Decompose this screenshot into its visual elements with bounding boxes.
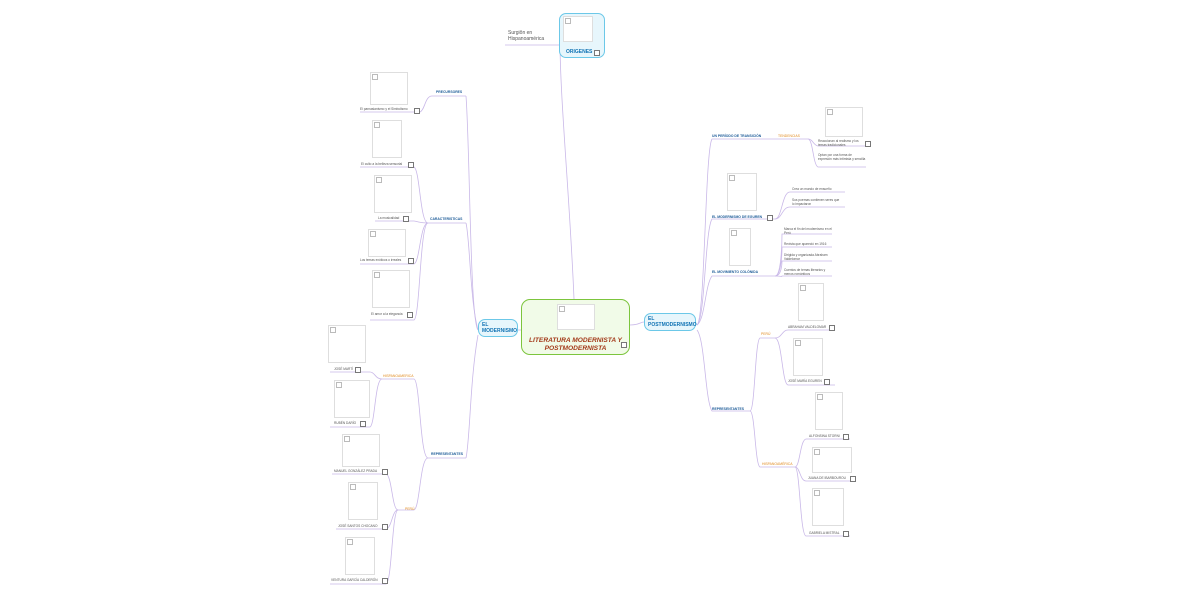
- central-topic[interactable]: LITERATURA MODERNISTA Y POSTMODERNISTA: [521, 299, 630, 355]
- eguren-label[interactable]: EL MODERNISMO DE EGUREN: [712, 215, 763, 219]
- precursor-image: [370, 72, 408, 105]
- eguren-item: Sus poemas contienen seres que lo impact…: [792, 198, 840, 206]
- author-image: [328, 325, 366, 363]
- caracteristicas-label[interactable]: CARACTERISTICAS: [430, 217, 463, 221]
- eguren-item: Crea un mundo de ensueño: [792, 187, 832, 191]
- author-image: [812, 488, 844, 526]
- author-image: [342, 434, 380, 467]
- author-name: ALFONSINA STORNI: [809, 434, 840, 438]
- note-icon[interactable]: [355, 367, 361, 373]
- note-icon[interactable]: [843, 434, 849, 440]
- author-name: JOSÉ MARTÍ: [334, 367, 354, 371]
- author-image: [334, 380, 370, 418]
- author-image: [798, 283, 824, 321]
- author-name: VENTURA GARCÍA CALDERÓN: [331, 578, 378, 582]
- note-icon[interactable]: [850, 476, 856, 482]
- note-icon[interactable]: [408, 258, 414, 264]
- note-icon[interactable]: [767, 215, 773, 221]
- colonida-item: Revista que apareció en 1916: [784, 242, 827, 246]
- tendencias-label[interactable]: TENDENCIAS: [778, 134, 800, 138]
- caracteristica-item: La musicalidad: [378, 216, 400, 220]
- hispanoamerica-label[interactable]: HISPANOAMERICA: [383, 374, 414, 378]
- note-icon[interactable]: [382, 578, 388, 584]
- note-icon[interactable]: [408, 162, 414, 168]
- caracteristica-item: Los temas exóticos o irreales: [360, 258, 402, 262]
- note-icon[interactable]: [621, 342, 627, 348]
- author-name: MANUEL GONZÁLEZ PRADA: [334, 469, 378, 473]
- author-name: RUBÉN DARÍO: [334, 421, 357, 425]
- author-name: ABRAHAM VALDELOMAR: [788, 325, 827, 329]
- origins-label: ORIGENES: [566, 49, 593, 55]
- author-name: GABRIELA MISTRAL: [809, 531, 840, 535]
- tendencia-image: [825, 107, 863, 137]
- modernismo-label: EL MODERNISMO: [482, 322, 517, 334]
- post-peru-label[interactable]: PERÚ: [761, 332, 771, 336]
- author-name: JOSÉ SANTOS CHOCANO: [338, 524, 378, 528]
- post-hispanoamerica-label[interactable]: HISPANOAMÉRICA: [762, 462, 793, 466]
- note-icon[interactable]: [829, 325, 835, 331]
- colonida-item: Marca el fin del modernismo en el Perú: [784, 227, 832, 235]
- note-icon[interactable]: [843, 531, 849, 537]
- note-icon[interactable]: [360, 421, 366, 427]
- precursor-item: El parnasianismo y el Simbolismo: [360, 107, 408, 111]
- note-icon[interactable]: [414, 108, 420, 114]
- colonida-item: Dirigida y organizada Abraham Valdelomar: [784, 253, 828, 261]
- note-icon[interactable]: [382, 469, 388, 475]
- author-name: JUANA DE IBARBOUROU: [808, 476, 846, 480]
- author-image: [812, 447, 852, 473]
- colonida-label[interactable]: EL MOVIMIENTO COLÓNIDA: [712, 270, 759, 274]
- eguren-image: [727, 173, 757, 211]
- tendencia-item: Reaccionan al realismo y los temas tradi…: [818, 139, 859, 147]
- post-representantes-label[interactable]: REPRESENTANTES: [712, 407, 744, 411]
- author-image: [793, 338, 823, 376]
- note-icon[interactable]: [382, 524, 388, 530]
- caracteristica-image: [372, 120, 402, 158]
- note-icon[interactable]: [865, 141, 871, 147]
- central-image: [557, 304, 595, 330]
- note-icon[interactable]: [824, 379, 830, 385]
- note-icon[interactable]: [403, 216, 409, 222]
- author-image: [348, 482, 378, 520]
- caracteristica-image: [372, 270, 410, 308]
- postmodernismo-label: EL POSTMODERNISMO: [648, 316, 697, 328]
- note-icon[interactable]: [407, 312, 413, 318]
- representantes-label[interactable]: REPRESENTANTES: [431, 452, 463, 456]
- caracteristica-item: El culto a la belleza sensorial: [361, 162, 403, 166]
- caracteristica-item: El amor a la elegancia: [371, 312, 403, 316]
- author-image: [815, 392, 843, 430]
- postmodernismo-topic[interactable]: EL POSTMODERNISMO: [644, 313, 697, 331]
- peru-label[interactable]: PERÚ: [405, 507, 415, 511]
- note-icon[interactable]: [594, 50, 600, 56]
- central-title: LITERATURA MODERNISTA Y POSTMODERNISTA: [529, 337, 622, 352]
- author-image: [345, 537, 375, 575]
- colonida-image: [729, 228, 751, 266]
- origins-image: [563, 16, 593, 42]
- modernismo-topic[interactable]: EL MODERNISMO: [478, 319, 518, 337]
- tendencia-item: Optan por una forma de expresión más int…: [818, 153, 866, 161]
- caracteristica-image: [374, 175, 412, 213]
- precursores-label[interactable]: PRECURSORES: [436, 90, 463, 94]
- periodo-label[interactable]: UN PERÍODO DE TRANSICIÓN: [712, 134, 762, 138]
- origins-note: Surgiôn en Hispanoamérica: [508, 30, 545, 42]
- author-name: JOSÉ MARÍA EGUREN: [788, 379, 822, 383]
- origins-topic[interactable]: ORIGENES: [559, 13, 605, 58]
- caracteristica-image: [368, 229, 406, 257]
- colonida-item: Cuentos de temas literarios y menos romá…: [784, 268, 826, 276]
